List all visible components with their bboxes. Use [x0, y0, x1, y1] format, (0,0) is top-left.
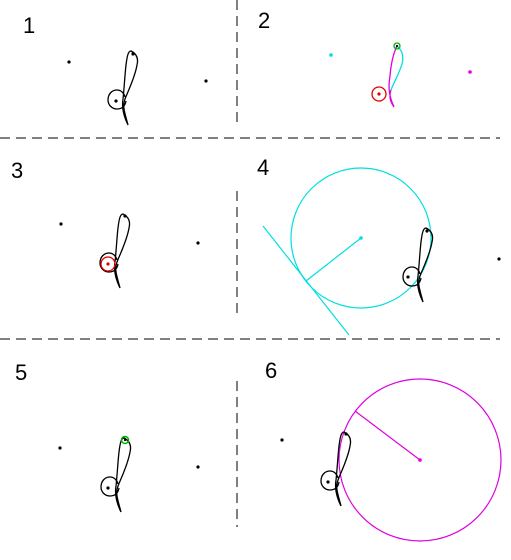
magenta-radius	[354, 410, 421, 461]
panel-1: 1	[23, 13, 208, 126]
panel-6: 6	[265, 358, 502, 542]
point	[196, 241, 200, 245]
red-point	[377, 92, 381, 96]
green-circle	[120, 435, 130, 445]
point	[114, 99, 118, 103]
point	[326, 480, 330, 484]
point	[497, 257, 501, 261]
magenta-point	[468, 70, 472, 74]
point	[344, 432, 348, 436]
point	[106, 486, 110, 490]
panel-number: 3	[11, 158, 23, 183]
panel-number: 6	[265, 358, 277, 383]
point	[280, 438, 284, 442]
cyan-circle	[290, 167, 432, 309]
panel-5: 5	[15, 360, 200, 513]
point	[204, 79, 208, 83]
loop-glyph	[107, 50, 139, 126]
red-point	[106, 262, 110, 266]
loop-glyph	[320, 431, 352, 507]
panel-4: 4	[257, 155, 501, 336]
loop-glyph	[99, 213, 131, 289]
point	[67, 60, 71, 64]
green-circle	[393, 42, 401, 50]
panel-number: 2	[258, 8, 270, 33]
panel-number: 4	[257, 155, 269, 180]
point	[395, 44, 399, 48]
panel-number: 1	[23, 13, 35, 38]
panel-2: 2	[258, 8, 472, 108]
red-circle	[100, 256, 116, 272]
cyan-tangent	[262, 225, 350, 336]
point	[59, 222, 63, 226]
magenta-circle	[338, 378, 502, 542]
point	[131, 52, 135, 56]
point	[406, 275, 410, 279]
point	[58, 446, 62, 450]
point	[425, 229, 429, 233]
panel-3: 3	[11, 158, 200, 289]
magenta-stroke	[388, 45, 398, 108]
loop-glyph	[100, 437, 132, 513]
point	[123, 214, 127, 218]
red-circle	[371, 86, 387, 102]
panel-number: 5	[15, 360, 27, 385]
cyan-radius	[305, 237, 362, 282]
cyan-point	[329, 53, 333, 57]
point	[123, 438, 127, 442]
point	[196, 465, 200, 469]
cyan-stroke	[390, 45, 404, 91]
